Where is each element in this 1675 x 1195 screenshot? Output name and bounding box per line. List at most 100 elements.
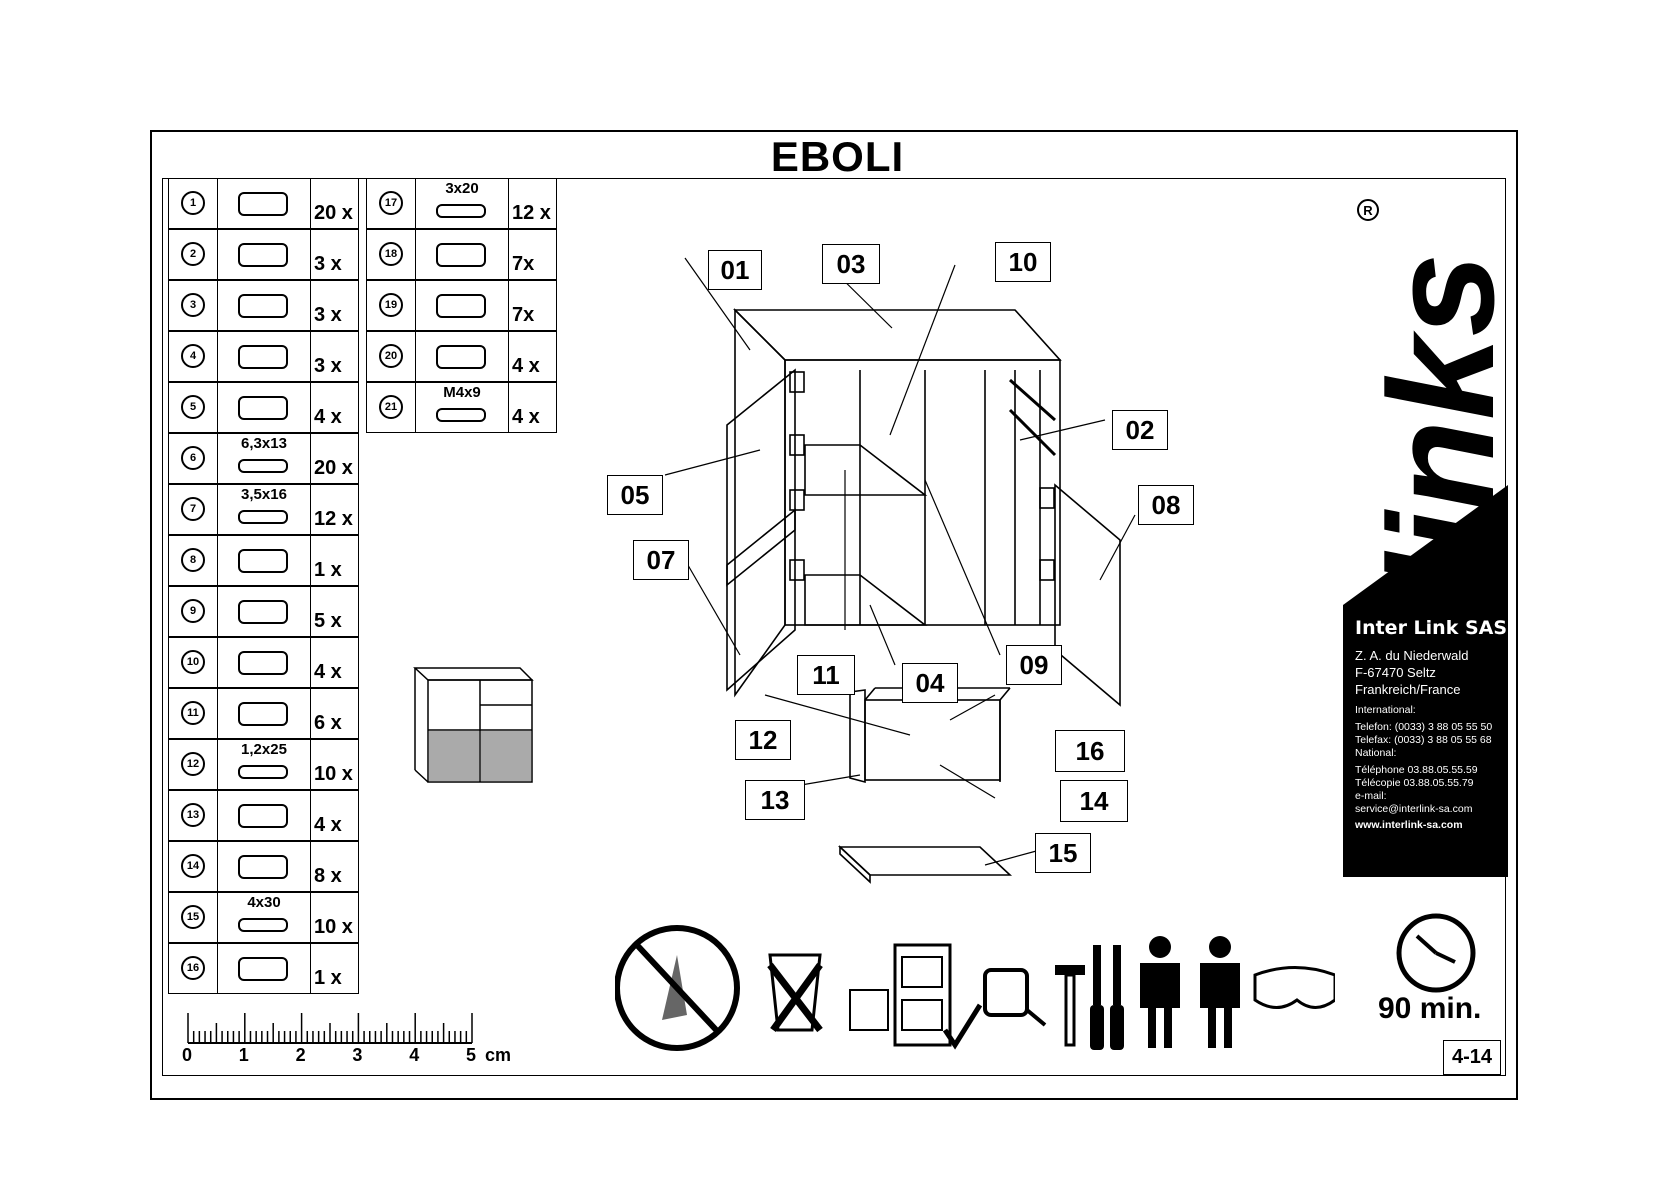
panel-label-02: 02 — [1112, 410, 1168, 450]
part-qty-cell — [508, 280, 557, 331]
part-qty-cell — [310, 841, 359, 892]
part-qty-cell — [310, 688, 359, 739]
part-number: 1 — [181, 191, 205, 215]
shelf-strip-icon — [238, 600, 288, 624]
part-image-cell — [217, 382, 311, 433]
part-number: 9 — [181, 599, 205, 623]
foot-glider-icon — [238, 396, 288, 420]
part-number: 3 — [181, 293, 205, 317]
assembly-diagram — [664, 257, 1136, 884]
company-info: Inter Link SAS Z. A. du Niederwald F-674… — [1343, 605, 1508, 877]
part-quantity: 6 x — [314, 712, 342, 734]
panel-label-04: 04 — [902, 663, 958, 703]
part-quantity: 1 x — [314, 967, 342, 989]
part-quantity: 12 x — [314, 508, 353, 530]
screw-icon — [238, 510, 288, 524]
part-quantity: 12 x — [512, 202, 551, 224]
panel-label-05: 05 — [607, 475, 663, 515]
part-qty-cell — [310, 943, 359, 994]
part-quantity: 5 x — [314, 610, 342, 632]
website[interactable]: www.interlink-sa.com — [1355, 819, 1463, 831]
ruler-label: 0 — [182, 1045, 193, 1065]
tools-icon — [1055, 945, 1124, 1050]
ruler-unit: cm — [485, 1045, 512, 1065]
product-thumbnail — [413, 667, 534, 783]
bolt-icon — [436, 408, 486, 422]
dowel-icon — [238, 192, 288, 216]
part-quantity: 3 x — [314, 355, 342, 377]
part-qty-cell — [310, 790, 359, 841]
part-image-cell — [415, 331, 509, 382]
part-image-cell — [415, 382, 509, 433]
part-size-label: 6,3x13 — [241, 435, 287, 452]
national-phone: Téléphone 03.88.05.55.59 — [1355, 764, 1478, 776]
part-qty-cell — [508, 331, 557, 382]
clock-icon — [1396, 913, 1476, 993]
intl-fax: Telefax: (0033) 3 88 05 55 68 — [1355, 734, 1492, 746]
product-title: EBOLI — [770, 133, 905, 180]
part-qty-cell — [310, 433, 359, 484]
door-lower-left — [726, 508, 796, 692]
part-number: 19 — [379, 293, 403, 317]
part-image-cell — [217, 892, 311, 943]
part-qty-cell — [310, 739, 359, 790]
part-quantity: 4 x — [314, 406, 342, 428]
part-number-cell — [366, 331, 416, 382]
part-number: 6 — [181, 446, 205, 470]
part-quantity: 3 x — [314, 304, 342, 326]
connector-plate-icon — [238, 651, 288, 675]
left-side-panel — [734, 308, 786, 698]
part-number: 20 — [379, 344, 403, 368]
part-quantity: 4 x — [314, 814, 342, 836]
panel-label-12: 12 — [735, 720, 791, 760]
part-image-cell — [217, 841, 311, 892]
keep-documents-icon — [849, 943, 983, 1050]
part-qty-cell — [310, 178, 359, 229]
part-number: 11 — [181, 701, 205, 725]
part-qty-cell — [310, 331, 359, 382]
panel-label-10: 10 — [995, 242, 1051, 282]
part-qty-cell — [310, 586, 359, 637]
part-number: 16 — [181, 956, 205, 980]
panel-label-09: 09 — [1006, 645, 1062, 685]
part-qty-cell — [508, 178, 557, 229]
hinge-icon — [238, 702, 288, 726]
part-image-cell — [217, 688, 311, 739]
part-number: 7 — [181, 497, 205, 521]
part-number: 8 — [181, 548, 205, 572]
email-address[interactable]: service@interlink-sa.com — [1355, 803, 1473, 815]
ruler-label: 4 — [409, 1045, 420, 1065]
part-quantity: 10 x — [314, 763, 353, 785]
international-label: International: — [1355, 704, 1416, 716]
part-quantity: 7x — [512, 304, 535, 326]
drawer-runner-icon — [436, 345, 486, 369]
part-image-cell — [217, 484, 311, 535]
part-quantity: 20 x — [314, 202, 353, 224]
panel-label-14: 14 — [1060, 780, 1128, 822]
long-screw-icon — [436, 243, 486, 267]
part-qty-cell — [508, 229, 557, 280]
part-quantity: 4 x — [512, 406, 540, 428]
part-size-label: 3,5x16 — [241, 486, 287, 503]
no-waste-icon — [767, 953, 823, 1033]
intl-phone: Telefon: (0033) 3 88 05 55 50 — [1355, 721, 1493, 733]
part-qty-cell — [310, 637, 359, 688]
part-image-cell — [217, 178, 311, 229]
wall-plug-icon — [238, 345, 288, 369]
part-number: 5 — [181, 395, 205, 419]
address-line-3: Frankreich/France — [1355, 682, 1461, 697]
knob-icon — [436, 294, 486, 318]
panel-label-07: 07 — [633, 540, 689, 580]
email-label: e-mail: — [1355, 790, 1387, 802]
panel-label-15: 15 — [1035, 833, 1091, 873]
panel-label-03: 03 — [822, 244, 880, 284]
part-number-cell — [168, 535, 218, 586]
part-size-label: 1,2x25 — [241, 741, 287, 758]
panel-label-01: 01 — [708, 250, 762, 290]
pictogram-row — [615, 925, 1335, 1051]
part-number: 2 — [181, 242, 205, 266]
part-qty-cell — [310, 229, 359, 280]
part-image-cell — [217, 535, 311, 586]
part-qty-cell — [310, 484, 359, 535]
part-qty-cell — [310, 382, 359, 433]
